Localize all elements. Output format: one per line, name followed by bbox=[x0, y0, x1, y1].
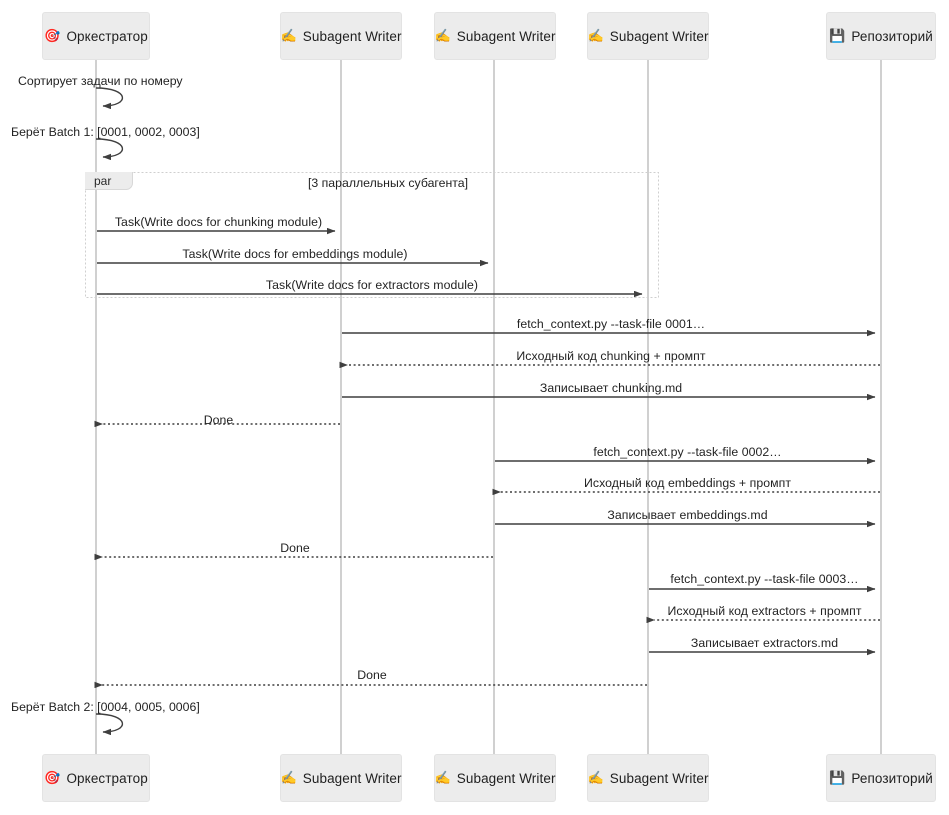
message-label-source-embeddings: Исходный код embeddings + промпт bbox=[583, 476, 792, 490]
participant-label: Репозиторий bbox=[851, 28, 933, 44]
writing-hand-icon: ✍️ bbox=[280, 28, 297, 44]
fragment-operator-tag: par bbox=[85, 172, 133, 190]
self-message-loop-take-batch-1 bbox=[95, 138, 124, 161]
participant-label: Subagent Writer bbox=[456, 28, 556, 44]
message-label-done-2: Done bbox=[280, 541, 310, 555]
participant-label: Оркестратор bbox=[66, 28, 148, 44]
message-label-task-chunking: Task(Write docs for chunking module) bbox=[114, 215, 323, 229]
participant-label: Subagent Writer bbox=[302, 770, 402, 786]
floppy-disk-icon: 💾 bbox=[829, 770, 846, 786]
message-label-task-extractors: Task(Write docs for extractors module) bbox=[265, 278, 479, 292]
message-label-fetch-0003: fetch_context.py --task-file 0003… bbox=[670, 572, 859, 586]
floppy-disk-icon: 💾 bbox=[829, 28, 846, 44]
participant-header-writer2[interactable]: ✍️ Subagent Writer bbox=[434, 12, 556, 60]
message-label-done-3: Done bbox=[357, 668, 387, 682]
writing-hand-icon: ✍️ bbox=[587, 770, 604, 786]
message-label-write-embeddings-md: Записывает embeddings.md bbox=[607, 508, 768, 522]
writing-hand-icon: ✍️ bbox=[434, 28, 451, 44]
participant-footer-writer1[interactable]: ✍️ Subagent Writer bbox=[280, 754, 402, 802]
writing-hand-icon: ✍️ bbox=[434, 770, 451, 786]
participant-header-repo[interactable]: 💾 Репозиторий bbox=[826, 12, 936, 60]
participant-label: Репозиторий bbox=[851, 770, 933, 786]
participant-footer-writer3[interactable]: ✍️ Subagent Writer bbox=[587, 754, 709, 802]
participant-label: Subagent Writer bbox=[456, 770, 556, 786]
self-message-label-take-batch-1: Берёт Batch 1: [0001, 0002, 0003] bbox=[11, 125, 200, 139]
writing-hand-icon: ✍️ bbox=[587, 28, 604, 44]
self-message-label-sort-tasks: Сортирует задачи по номеру bbox=[18, 74, 183, 88]
participant-label: Оркестратор bbox=[66, 770, 148, 786]
participant-footer-writer2[interactable]: ✍️ Subagent Writer bbox=[434, 754, 556, 802]
writing-hand-icon: ✍️ bbox=[280, 770, 297, 786]
message-label-source-extractors: Исходный код extractors + промпт bbox=[667, 604, 862, 618]
message-label-task-embeddings: Task(Write docs for embeddings module) bbox=[182, 247, 408, 261]
message-label-write-extractors-md: Записывает extractors.md bbox=[690, 636, 839, 650]
participant-header-orchestrator[interactable]: 🎯 Оркестратор bbox=[42, 12, 150, 60]
participant-label: Subagent Writer bbox=[609, 770, 709, 786]
target-icon: 🎯 bbox=[44, 770, 61, 786]
message-label-fetch-0001: fetch_context.py --task-file 0001… bbox=[516, 317, 706, 331]
participant-label: Subagent Writer bbox=[302, 28, 402, 44]
message-label-done-1: Done bbox=[203, 413, 234, 427]
participant-header-writer1[interactable]: ✍️ Subagent Writer bbox=[280, 12, 402, 60]
self-message-label-take-batch-2: Берёт Batch 2: [0004, 0005, 0006] bbox=[11, 700, 200, 714]
message-label-write-chunking-md: Записывает chunking.md bbox=[539, 381, 683, 395]
self-message-loop-sort-tasks bbox=[95, 87, 124, 110]
message-label-fetch-0002: fetch_context.py --task-file 0002… bbox=[593, 445, 782, 459]
participant-header-writer3[interactable]: ✍️ Subagent Writer bbox=[587, 12, 709, 60]
participant-label: Subagent Writer bbox=[609, 28, 709, 44]
message-label-source-chunking: Исходный код chunking + промпт bbox=[516, 349, 706, 363]
fragment-condition-label: [3 параллельных субагента] bbox=[307, 176, 469, 190]
participant-footer-orchestrator[interactable]: 🎯 Оркестратор bbox=[42, 754, 150, 802]
participant-footer-repo[interactable]: 💾 Репозиторий bbox=[826, 754, 936, 802]
self-message-loop-take-batch-2 bbox=[95, 713, 124, 736]
target-icon: 🎯 bbox=[44, 28, 61, 44]
